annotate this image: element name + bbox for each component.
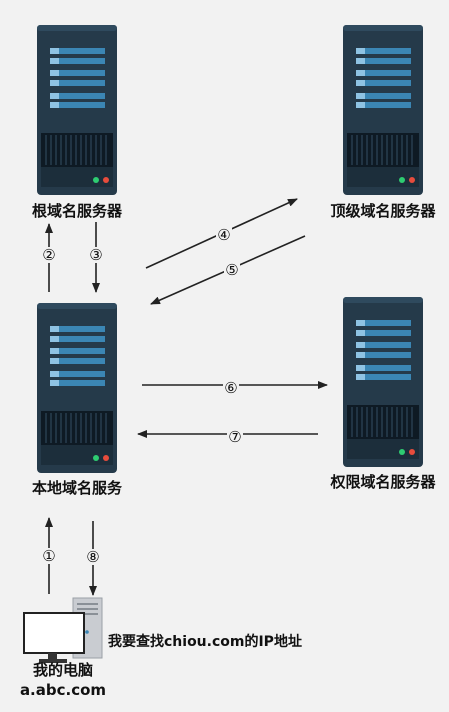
tld-server-label: 顶级域名服务器 [330,202,436,220]
root-server: 根域名服务器 [32,24,123,220]
root-server-label: 根域名服务器 [32,202,123,220]
step-7-label: ⑦ [228,428,241,446]
step-3-label: ③ [89,246,102,264]
local-server-label: 本地域名服务 [32,479,123,497]
step-4-label: ④ [217,226,230,244]
query-text: 我要查找chiou.com的IP地址 [108,633,302,650]
computer-name: 我的电脑 [33,661,93,679]
step-1-label: ① [42,547,55,565]
tld-server: 顶级域名服务器 [330,24,436,220]
step-6-label: ⑥ [224,379,237,397]
computer-host: a.abc.com [20,681,106,699]
tld-server-icon [342,24,424,196]
step-2-label: ② [42,246,55,264]
local-server: 本地域名服务 [32,302,123,497]
authoritative-server-label: 权限域名服务器 [329,473,436,491]
authoritative-server: 权限域名服务器 [329,296,436,491]
root-server-icon [36,24,118,196]
local-server-icon [36,302,118,474]
my-computer: 我要查找chiou.com的IP地址 我的电脑 a.abc.com [20,597,302,699]
authoritative-server-icon [342,296,424,468]
step-8-label: ⑧ [86,548,99,566]
monitor-icon [23,612,85,663]
step-5-label: ⑤ [225,261,238,279]
